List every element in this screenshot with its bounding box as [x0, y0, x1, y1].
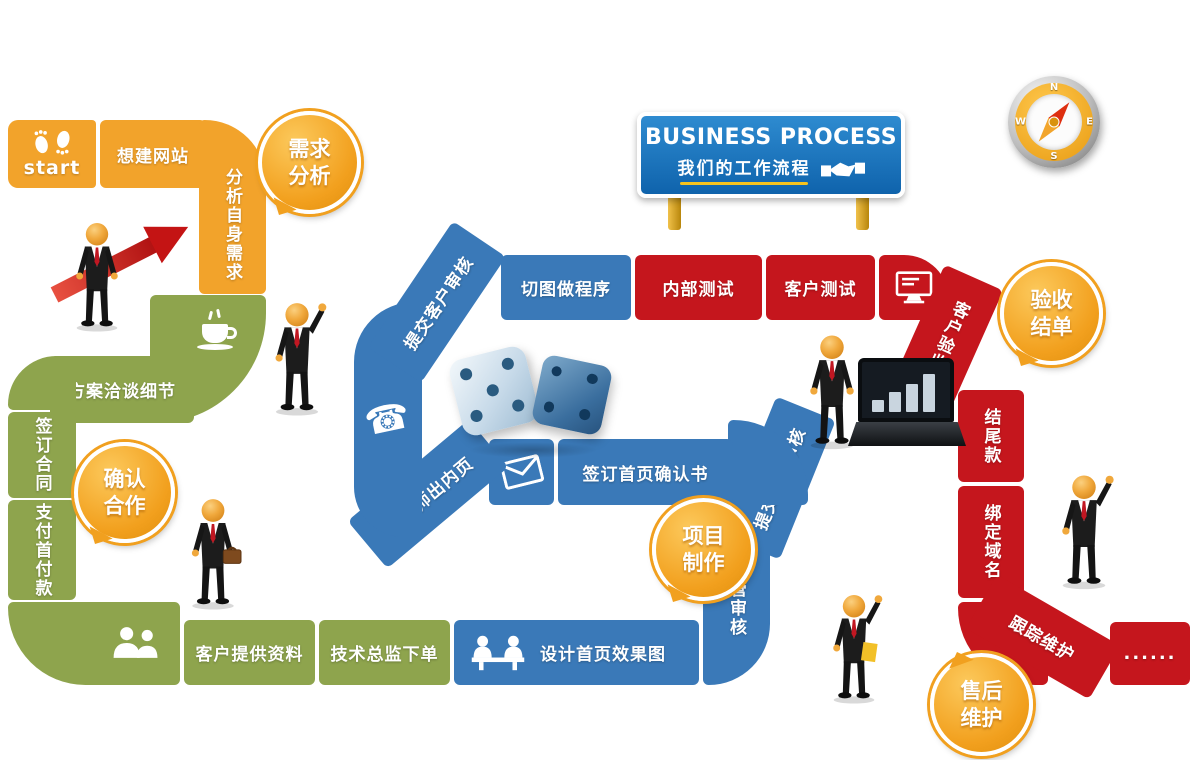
path-cell-analyze-needs: 分析自身需求 — [199, 120, 266, 294]
phone-icon: ☎ — [361, 394, 415, 444]
sign-subtitle: 我们的工作流程 — [677, 159, 811, 179]
cell-label: 想建网站 — [117, 146, 189, 167]
bubble-line: 项目 — [682, 524, 725, 549]
handshake-icon — [820, 162, 865, 176]
bubble-line: 分析 — [288, 163, 331, 188]
path-elbow-people — [8, 602, 180, 685]
dice-shadow — [468, 442, 598, 458]
businessman-cheer-figure-1 — [265, 300, 329, 416]
path-cell-ellipsis: ...... — [1110, 622, 1190, 685]
businessman-arrow-figure — [66, 220, 128, 332]
cell-label: 结尾款 — [980, 407, 1001, 465]
bubble-aftersales-maintenance: 售后 维护 — [930, 653, 1033, 756]
yellow-folder — [860, 642, 878, 663]
businessman-briefcase-figure — [180, 496, 246, 610]
path-cell-slice-program: 切图做程序 — [501, 255, 631, 320]
path-cell-want-site: 想建网站 — [100, 120, 206, 188]
cell-label: 内部测试 — [662, 280, 735, 300]
laptop — [848, 358, 966, 446]
laptop-keyboard — [848, 422, 966, 446]
cell-label: ...... — [1123, 643, 1177, 664]
coffee-icon — [197, 307, 244, 353]
cell-label: 设计首页效果图 — [540, 645, 666, 665]
cell-label: 支付首付款 — [31, 502, 52, 598]
path-cell-sign-confirmation: 签订首页确认书 — [558, 439, 733, 505]
bubble-line: 结单 — [1030, 314, 1073, 339]
cell-label: 签订首页确认书 — [582, 464, 709, 485]
compass-south-label: S — [1050, 151, 1058, 162]
sign-post-right — [856, 192, 869, 230]
cell-label: 提交客户审核 — [400, 253, 478, 354]
bubble-line: 合作 — [103, 493, 146, 518]
compass-icon: N E S W — [1008, 76, 1100, 168]
bubble-line: 售后 — [960, 679, 1003, 704]
cell-label: 技术总监下单 — [330, 645, 439, 665]
bubble-acceptance-settlement: 验收 结单 — [1000, 262, 1103, 365]
sign-post-left — [668, 192, 681, 230]
bubble-line: 验收 — [1030, 288, 1073, 313]
cell-label: 跟踪维护 — [1005, 612, 1078, 666]
dice-dark — [530, 353, 614, 437]
compass-east-label: E — [1086, 116, 1093, 128]
bubble-line: 维护 — [960, 705, 1003, 730]
path-corner-topleft-green — [8, 356, 76, 410]
meeting-icon — [471, 635, 525, 670]
cell-label: 绑定域名 — [980, 504, 1001, 580]
path-cell-start: start — [8, 120, 96, 188]
businessman-wave-figure — [822, 592, 886, 704]
cell-label: 分析自身需求 — [222, 168, 242, 282]
path-cell-final-payment: 结尾款 — [958, 390, 1024, 482]
footprints-icon — [34, 130, 70, 155]
envelope-icon — [499, 454, 544, 490]
sign-title: BUSINESS PROCESS — [644, 125, 898, 150]
path-cell-director-order: 技术总监下单 — [319, 620, 450, 685]
bubble-line: 需求 — [288, 137, 331, 162]
path-cell-pay-deposit: 支付首付款 — [8, 500, 76, 600]
sign-underline — [680, 182, 808, 185]
bubble-project-production: 项目 制作 — [652, 498, 755, 601]
laptop-screen-chart — [858, 358, 954, 422]
compass-hub — [1048, 116, 1060, 128]
cell-label: 切图做程序 — [521, 280, 611, 300]
cell-label: 方案洽谈细节 — [68, 382, 176, 402]
path-cell-design-homepage: 设计首页效果图 — [454, 620, 699, 685]
bubble-line: 确认 — [103, 467, 146, 492]
compass-north-label: N — [1049, 82, 1059, 93]
people-icon — [113, 627, 158, 658]
bubble-confirm-cooperation: 确认 合作 — [74, 442, 175, 543]
cell-label: 客户测试 — [784, 280, 857, 300]
process-sign: BUSINESS PROCESS 我们的工作流程 — [637, 112, 905, 198]
businessman-cheer-figure-2 — [1052, 472, 1116, 590]
cell-label: 客户提供资料 — [195, 645, 304, 665]
path-cell-client-test: 客户测试 — [766, 255, 875, 320]
computer-icon — [895, 270, 933, 303]
path-cell-internal-test: 内部测试 — [635, 255, 762, 320]
start-label: start — [23, 157, 81, 179]
bubble-requirements-analysis: 需求 分析 — [258, 111, 361, 214]
cell-label: 签订合同 — [31, 417, 52, 493]
path-cell-bind-domain: 绑定域名 — [958, 486, 1024, 598]
dice-light — [446, 343, 542, 439]
bubble-line: 制作 — [682, 550, 725, 575]
compass-west-label: W — [1015, 116, 1027, 128]
path-cell-provide-materials: 客户提供资料 — [184, 620, 315, 685]
path-cell-sign-contract: 签订合同 — [8, 412, 76, 498]
